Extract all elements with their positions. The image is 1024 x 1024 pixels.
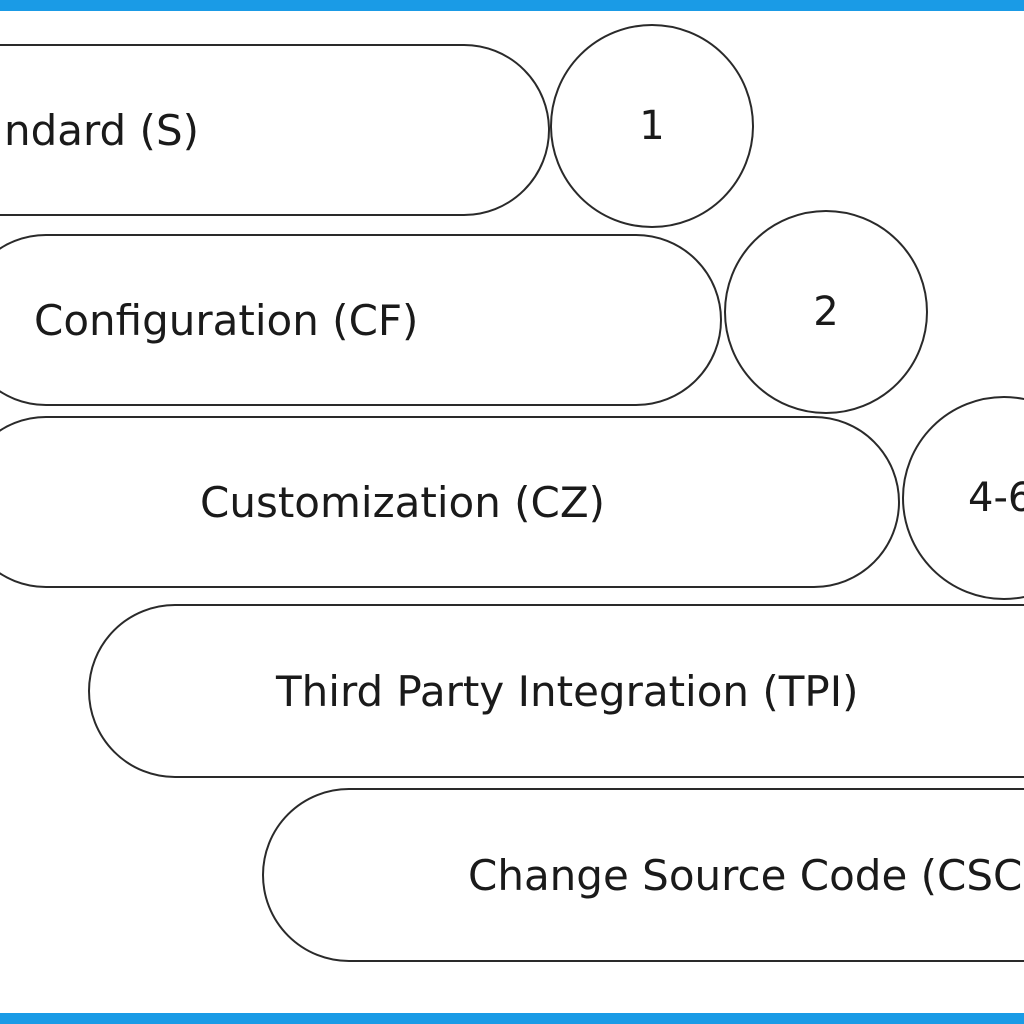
marker-circle-1: 1: [550, 24, 754, 228]
level-standard: ndard (S): [0, 44, 550, 216]
level-configuration: Configuration (CF): [0, 234, 722, 406]
level-customization: Customization (CZ): [0, 416, 900, 588]
frame-bottom-border: [0, 1013, 1024, 1024]
level-third-party-integration-label: Third Party Integration (TPI): [276, 666, 859, 716]
level-customization-label: Customization (CZ): [200, 477, 606, 527]
level-standard-label: ndard (S): [4, 105, 199, 155]
marker-circle-2: 2: [724, 210, 928, 414]
level-change-source-code-label: Change Source Code (CSC: [468, 850, 1023, 900]
level-change-source-code: Change Source Code (CSC: [262, 788, 1024, 962]
marker-circle-3: 4-6: [902, 396, 1024, 600]
frame-top-border: [0, 0, 1024, 11]
marker-circle-1-label: 1: [639, 103, 665, 149]
marker-circle-3-label: 4-6: [968, 475, 1024, 521]
level-configuration-label: Configuration (CF): [34, 295, 419, 345]
level-third-party-integration: Third Party Integration (TPI): [88, 604, 1024, 778]
marker-circle-2-label: 2: [813, 289, 839, 335]
